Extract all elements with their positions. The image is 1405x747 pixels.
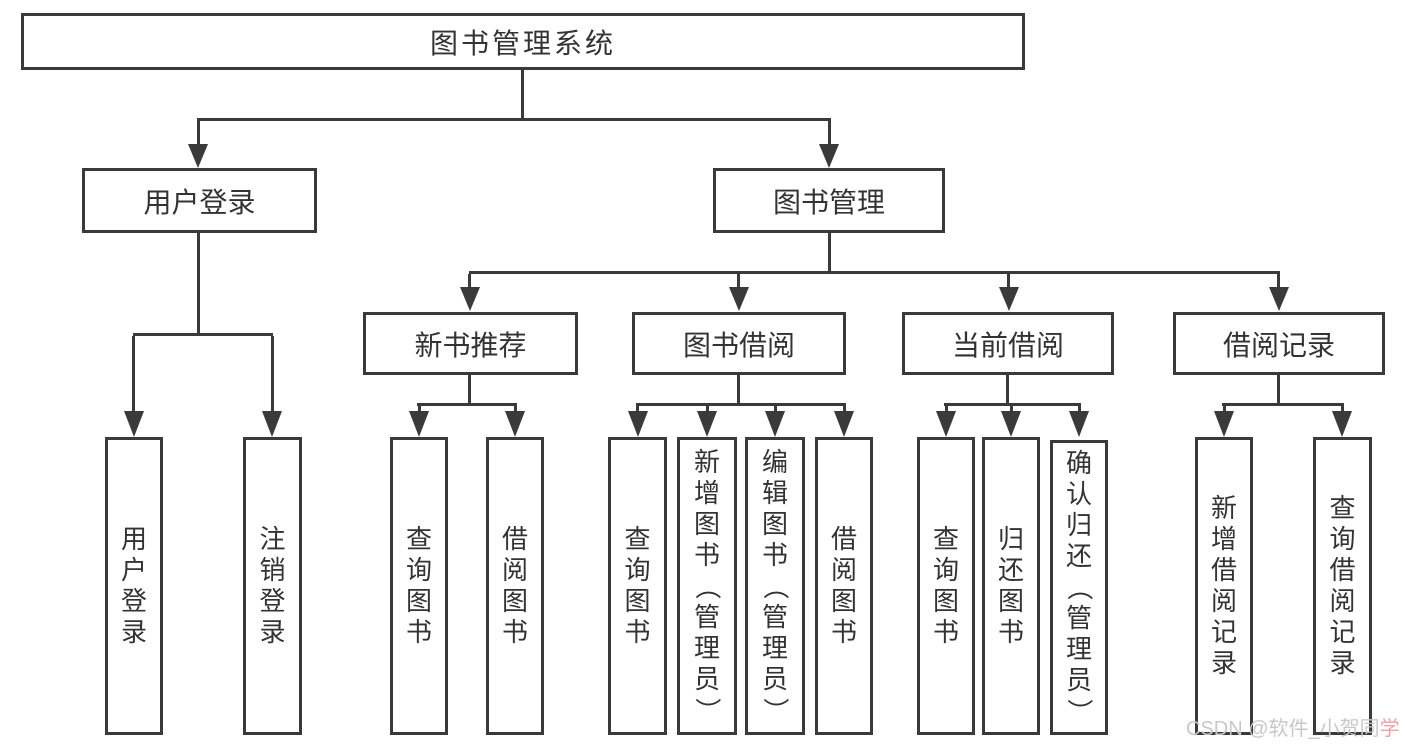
- node-label: 归还图书: [997, 524, 1024, 647]
- connector-group-drop: [468, 375, 471, 405]
- node-label: 查询借阅记录: [1329, 493, 1356, 678]
- connector-leaf-shaft: [774, 406, 777, 414]
- node-label: 编辑图书（管理员）: [760, 446, 791, 724]
- connector-group-horizontal: [636, 403, 846, 406]
- arrowhead-icon: [1001, 411, 1021, 437]
- node-label: 注销登录: [259, 524, 286, 647]
- connector-group-horizontal: [1222, 403, 1344, 406]
- arrowhead-icon: [124, 411, 144, 437]
- connector-leaf-shaft: [418, 406, 421, 414]
- node-label: 用户登录: [120, 524, 147, 647]
- node-label: 图书管理系统: [429, 27, 616, 59]
- arrowhead-icon: [819, 144, 839, 168]
- arrowhead-icon: [1269, 287, 1289, 311]
- node-user-login: 用户登录: [82, 168, 317, 233]
- node-label: 借阅图书: [501, 524, 528, 647]
- connector-level2-horizontal: [197, 118, 831, 121]
- leaf-borrow-books-borrowing: 借阅图书: [815, 437, 873, 735]
- leaf-add-books-admin: 新增图书（管理员）: [677, 437, 737, 735]
- node-label: 用户登录: [143, 186, 256, 218]
- connector-level3-shaft: [737, 274, 740, 289]
- leaf-logout-login: 注销登录: [243, 437, 302, 735]
- connector-leaf-shaft: [1341, 406, 1344, 414]
- connector-leaf-shaft: [706, 406, 709, 414]
- connector-group-drop: [737, 375, 740, 405]
- connector-leaf-shaft: [1223, 406, 1226, 414]
- arrowhead-icon: [729, 287, 749, 311]
- leaf-return-books: 归还图书: [982, 437, 1040, 735]
- arrowhead-icon: [936, 411, 956, 437]
- connector-level3-shaft: [468, 274, 471, 289]
- leaf-user-login: 用户登录: [105, 437, 163, 735]
- node-label: 借阅记录: [1222, 329, 1335, 361]
- node-book-borrowing: 图书借阅: [632, 312, 846, 375]
- arrowhead-icon: [999, 287, 1019, 311]
- connector-group-horizontal: [417, 403, 517, 406]
- connector-leaf-shaft: [1010, 406, 1013, 414]
- node-library-management-system: 图书管理系统: [21, 13, 1025, 70]
- node-label: 当前借阅: [951, 329, 1064, 361]
- node-label: 图书借阅: [682, 329, 795, 361]
- leaf-confirm-return-admin: 确认归还（管理员）: [1050, 440, 1108, 735]
- connector-group-horizontal: [944, 403, 1081, 406]
- connector-root-drop: [521, 70, 524, 120]
- connector-group-drop: [1006, 375, 1009, 405]
- arrowhead-icon: [505, 411, 525, 437]
- arrowhead-icon: [628, 411, 648, 437]
- node-label: 新书推荐: [414, 329, 527, 361]
- leaf-edit-books-admin: 编辑图书（管理员）: [745, 437, 805, 735]
- arrowhead-icon: [765, 411, 785, 437]
- connector-level3-shaft: [1277, 274, 1280, 289]
- node-label: 查询图书: [405, 524, 432, 647]
- leaf-query-books-recommend: 查询图书: [390, 437, 448, 735]
- node-current-borrowing: 当前借阅: [902, 312, 1114, 375]
- connector-level3-shaft: [1007, 274, 1010, 289]
- watermark-text: CSDN @软件_小贺同: [1186, 718, 1380, 740]
- connector-book-management-shaft: [828, 121, 831, 146]
- arrowhead-icon: [1069, 411, 1089, 437]
- connector-leaf-shaft: [843, 406, 846, 414]
- arrowhead-icon: [188, 144, 208, 168]
- connector-user-login-horizontal: [133, 333, 273, 336]
- connector-group-drop: [1277, 375, 1280, 405]
- connector-user-login-drop: [197, 233, 200, 335]
- node-label: 借阅图书: [830, 524, 857, 647]
- arrowhead-icon: [834, 411, 854, 437]
- leaf-query-borrow-record: 查询借阅记录: [1313, 437, 1372, 735]
- connector-book-management-drop: [828, 233, 831, 273]
- connector-level3-horizontal: [469, 271, 1280, 274]
- connector-leaf-shaft: [132, 336, 135, 413]
- connector-user-login-shaft: [197, 121, 200, 146]
- leaf-borrow-books-recommend: 借阅图书: [486, 437, 544, 735]
- connector-leaf-shaft: [945, 406, 948, 414]
- arrowhead-icon: [697, 411, 717, 437]
- node-book-management: 图书管理: [713, 168, 945, 233]
- node-label: 新增借阅记录: [1210, 493, 1237, 678]
- arrowhead-icon: [409, 411, 429, 437]
- arrowhead-icon: [460, 287, 480, 311]
- leaf-query-books-current: 查询图书: [917, 437, 975, 735]
- node-new-book-recommend: 新书推荐: [363, 312, 578, 375]
- arrowhead-icon: [262, 411, 282, 437]
- node-label: 新增图书（管理员）: [692, 446, 723, 724]
- node-borrowing-records: 借阅记录: [1173, 312, 1385, 375]
- node-label: 确认归还（管理员）: [1064, 448, 1095, 725]
- leaf-query-books-borrowing: 查询图书: [608, 437, 667, 735]
- connector-leaf-shaft: [514, 406, 517, 414]
- node-label: 图书管理: [772, 186, 885, 218]
- node-label: 查询图书: [624, 524, 651, 647]
- watermark-accent-text: 学: [1379, 718, 1400, 740]
- connector-leaf-shaft: [271, 336, 274, 413]
- node-label: 查询图书: [932, 524, 959, 647]
- csdn-watermark: CSDN @软件_小贺同学: [1186, 712, 1400, 741]
- connector-leaf-shaft: [636, 406, 639, 414]
- leaf-add-borrow-record: 新增借阅记录: [1195, 437, 1253, 735]
- arrowhead-icon: [1332, 411, 1352, 437]
- connector-leaf-shaft: [1078, 406, 1081, 414]
- arrowhead-icon: [1214, 411, 1234, 437]
